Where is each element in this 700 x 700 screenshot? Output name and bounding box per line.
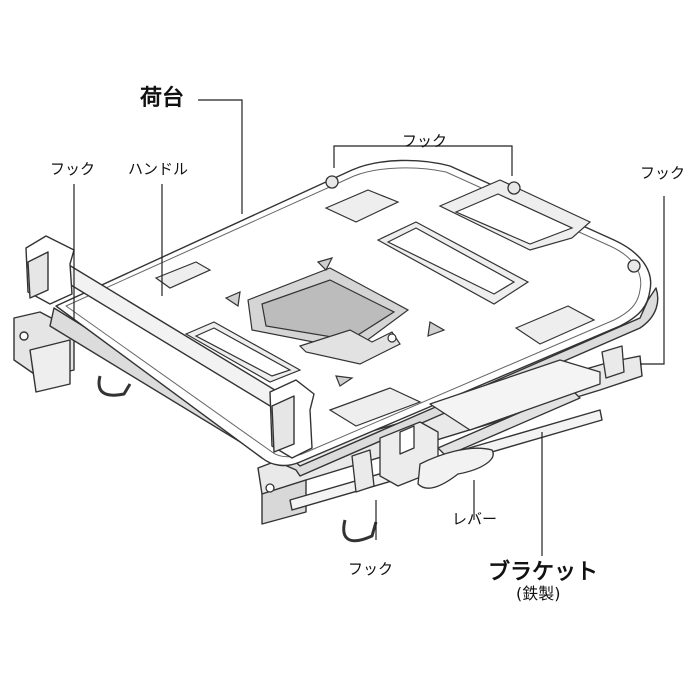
label-carrier: 荷台 xyxy=(140,86,185,111)
leader-hook-top xyxy=(333,145,513,176)
label-hook-right: フック xyxy=(640,164,686,182)
handle-bar xyxy=(25,235,315,459)
lever-parts xyxy=(265,175,641,493)
label-bracket: ブラケット xyxy=(488,560,599,585)
leader-hook-right xyxy=(640,196,665,365)
label-hook-top: フック xyxy=(402,132,448,150)
label-hook-left: フック xyxy=(50,160,96,178)
leader-carrier xyxy=(198,99,243,214)
leader-lines xyxy=(73,99,665,556)
label-bracket-material: (鉄製) xyxy=(516,584,561,603)
label-lever: レバー xyxy=(452,510,498,528)
label-hook-bottom: フック xyxy=(348,560,394,578)
label-handle: ハンドル xyxy=(128,160,189,178)
deck-slots xyxy=(154,179,596,427)
